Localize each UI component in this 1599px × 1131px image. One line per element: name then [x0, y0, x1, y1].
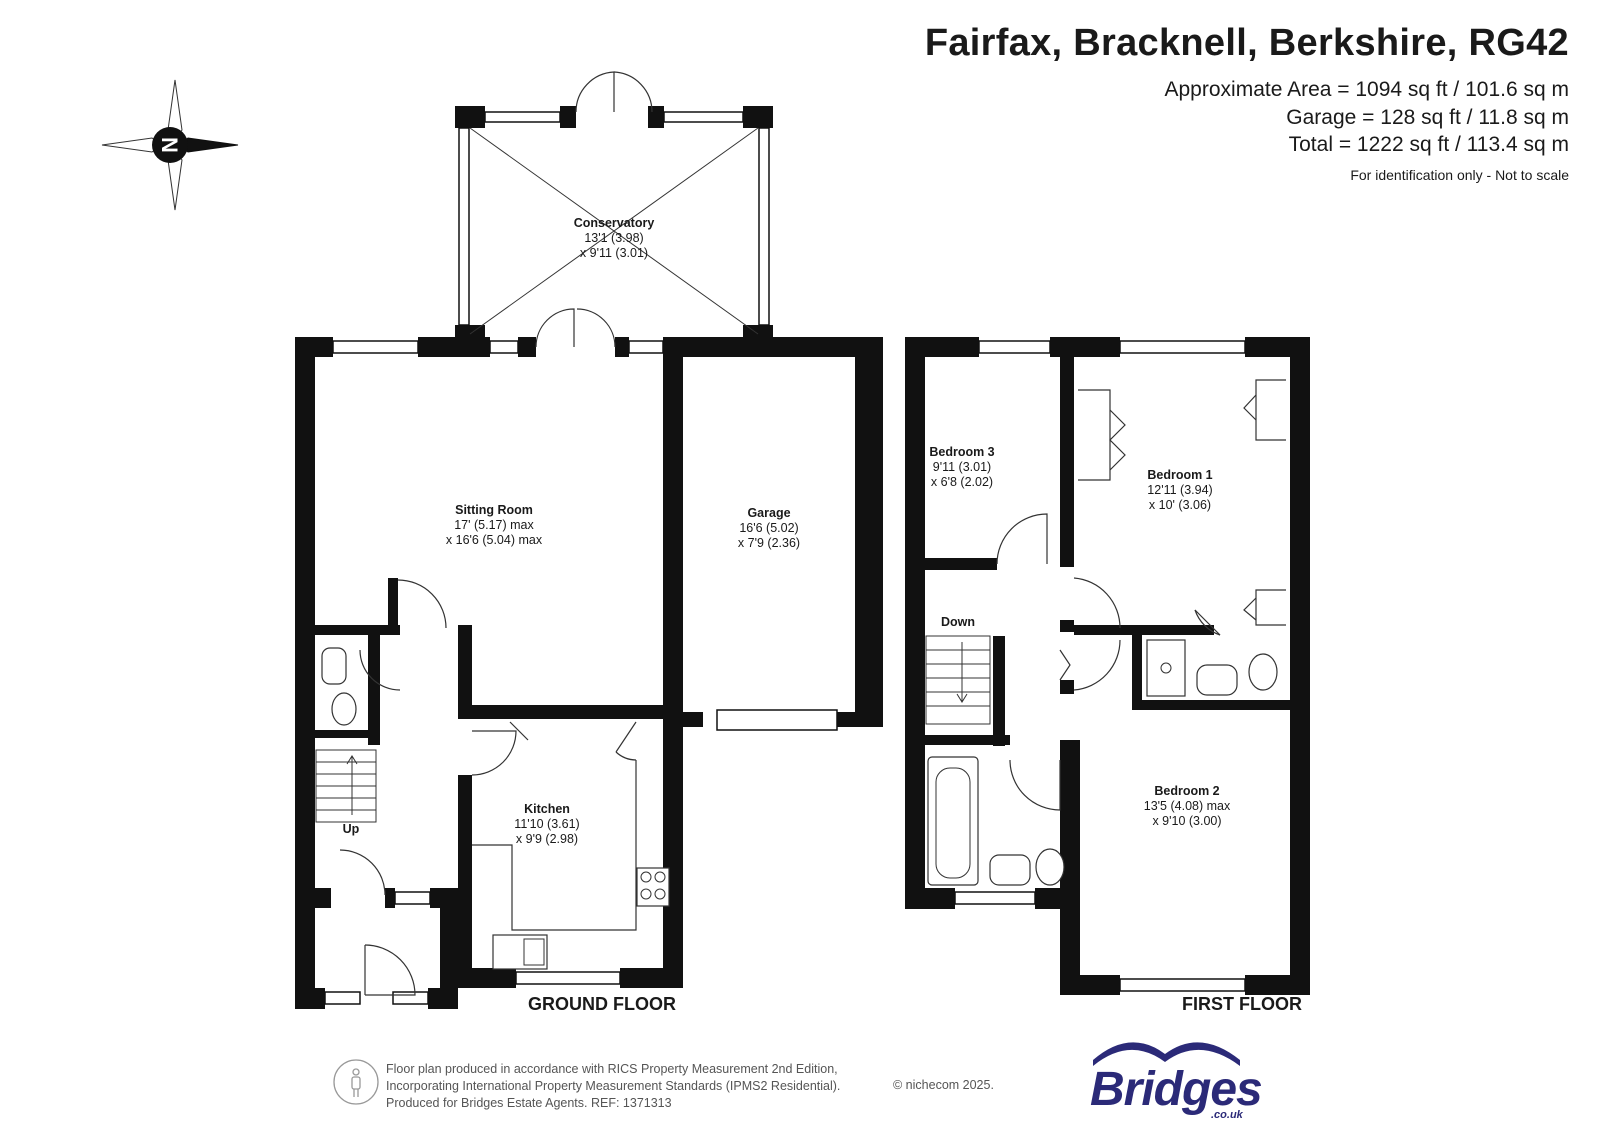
footer-line-3: Produced for Bridges Estate Agents. REF:…: [386, 1096, 672, 1110]
compass-icon: N: [101, 79, 239, 211]
svg-text:Conservatory: Conservatory: [574, 216, 655, 230]
svg-text:x 16'6 (5.04) max: x 16'6 (5.04) max: [446, 533, 543, 547]
disclaimer-note: For identification only - Not to scale: [1350, 167, 1569, 183]
svg-text:Sitting Room: Sitting Room: [455, 503, 533, 517]
stairs-up: [315, 749, 377, 823]
shower-icon: [1146, 639, 1186, 697]
svg-text:Bedroom 2: Bedroom 2: [1154, 784, 1219, 798]
svg-text:x 9'10 (3.00): x 9'10 (3.00): [1152, 814, 1221, 828]
ground-floor-label: GROUND FLOOR: [528, 994, 676, 1014]
svg-text:17' (5.17) max: 17' (5.17) max: [454, 518, 534, 532]
svg-text:13'5 (4.08) max: 13'5 (4.08) max: [1144, 799, 1231, 813]
room-label-bedroom-1: Bedroom 1 12'11 (3.94) x 10' (3.06): [1147, 468, 1212, 512]
svg-text:16'6 (5.02): 16'6 (5.02): [739, 521, 798, 535]
room-label-bedroom-2: Bedroom 2 13'5 (4.08) max x 9'10 (3.00): [1144, 784, 1231, 828]
svg-text:x 9'11 (3.01): x 9'11 (3.01): [580, 246, 648, 260]
room-label-sitting-room: Sitting Room 17' (5.17) max x 16'6 (5.04…: [446, 503, 543, 547]
stairs-up-label: Up: [343, 822, 360, 836]
copyright: © nichecom 2025.: [893, 1078, 994, 1092]
approximate-area: Approximate Area = 1094 sq ft / 101.6 sq…: [1164, 78, 1570, 101]
ipms-person-icon: [333, 1059, 379, 1105]
svg-text:Bedroom 1: Bedroom 1: [1147, 468, 1212, 482]
compass-north-letter: N: [157, 137, 182, 153]
ensuite-basin-icon: [1196, 664, 1238, 696]
footer-text: Floor plan produced in accordance with R…: [386, 1061, 840, 1112]
svg-text:11'10 (3.61): 11'10 (3.61): [514, 817, 579, 831]
svg-text:Bedroom 3: Bedroom 3: [929, 445, 994, 459]
room-label-garage: Garage 16'6 (5.02) x 7'9 (2.36): [738, 506, 800, 550]
bath-icon: [927, 756, 979, 886]
property-title: Fairfax, Bracknell, Berkshire, RG42: [924, 22, 1569, 64]
ground-floor-plan: [295, 71, 883, 1009]
footer-line-1: Floor plan produced in accordance with R…: [386, 1062, 838, 1076]
svg-text:x 10' (3.06): x 10' (3.06): [1149, 498, 1211, 512]
total-area: Total = 1222 sq ft / 113.4 sq m: [1288, 133, 1569, 156]
bathroom-basin-icon: [989, 854, 1031, 886]
svg-text:x 9'9 (2.98): x 9'9 (2.98): [516, 832, 578, 846]
room-label-conservatory: Conservatory 13'1 (3.98) x 9'11 (3.01): [574, 216, 655, 260]
svg-text:13'1 (3.98): 13'1 (3.98): [584, 231, 643, 245]
bridges-logo: Bridges .co.uk: [1086, 1050, 1286, 1122]
basin-icon: [321, 647, 347, 685]
garage-area: Garage = 128 sq ft / 11.8 sq m: [1286, 106, 1569, 129]
svg-text:12'11 (3.94): 12'11 (3.94): [1147, 483, 1212, 497]
room-label-kitchen: Kitchen 11'10 (3.61) x 9'9 (2.98): [514, 802, 579, 846]
bridges-logo-icon: [1093, 1042, 1240, 1066]
bathroom-toilet-icon: [1035, 848, 1065, 886]
svg-text:Kitchen: Kitchen: [524, 802, 570, 816]
svg-text:x 7'9 (2.36): x 7'9 (2.36): [738, 536, 800, 550]
sink-icon: [492, 934, 548, 970]
logo-name: Bridges: [1090, 1063, 1263, 1116]
first-floor-label: FIRST FLOOR: [1182, 994, 1302, 1014]
first-floor-plan: [905, 337, 1310, 995]
stairs-down: [925, 635, 991, 725]
toilet-icon: [331, 692, 357, 726]
stairs-down-label: Down: [941, 615, 975, 629]
logo-domain: .co.uk: [1211, 1109, 1243, 1121]
svg-text:x 6'8 (2.02): x 6'8 (2.02): [931, 475, 993, 489]
ensuite-toilet-icon: [1248, 653, 1278, 691]
footer-line-2: Incorporating International Property Mea…: [386, 1079, 841, 1093]
svg-text:Garage: Garage: [747, 506, 790, 520]
svg-text:9'11 (3.01): 9'11 (3.01): [933, 460, 991, 474]
room-label-bedroom-3: Bedroom 3 9'11 (3.01) x 6'8 (2.02): [929, 445, 994, 489]
conservatory-structure: [455, 71, 773, 337]
